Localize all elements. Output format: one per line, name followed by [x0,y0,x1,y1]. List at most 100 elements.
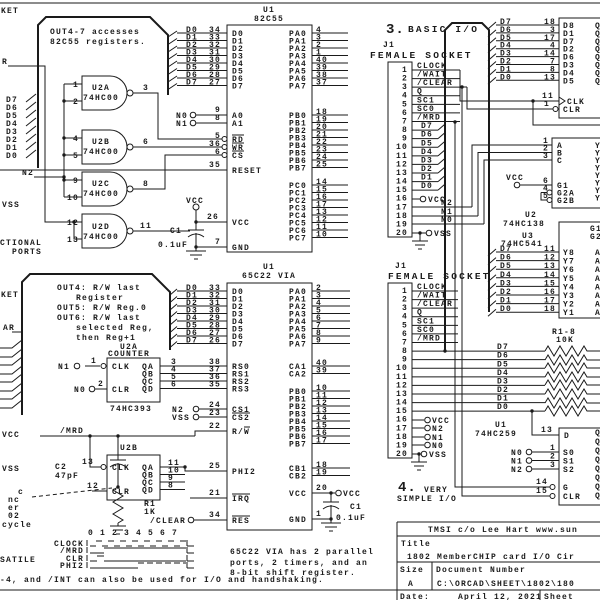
svg-text:17: 17 [544,297,556,306]
svg-text:D7: D7 [6,96,18,105]
svg-text:CLOCK: CLOCK [417,62,447,71]
part-74hc138: 74HC138 [503,220,545,229]
note-via: OUT6: R/W last [57,314,141,323]
resistor-pack-zigzags [544,345,600,417]
svg-text:17: 17 [316,437,328,446]
svg-text:6: 6 [316,314,322,323]
title-label: Title [401,540,431,549]
svg-text:QB: QB [142,472,154,481]
svg-text:C: C [557,157,563,166]
svg-text:20: 20 [396,229,408,238]
svg-text:D4: D4 [232,318,244,327]
svg-text:PB7: PB7 [289,441,307,450]
svg-text:32: 32 [209,41,221,50]
svg-text:12: 12 [396,381,408,390]
gate-u2c: U2C 74HC00 9 10 8 [67,171,148,207]
cap-c1-top-curve [187,233,205,238]
svg-text:D3: D3 [6,128,18,137]
svg-text:N0: N0 [511,449,523,458]
svg-text:PC5: PC5 [289,220,307,229]
svg-text:PB1: PB1 [289,396,307,405]
section-3-title: BASIC I/O [408,24,479,35]
net-label-vcc: VCC [2,431,20,440]
svg-text:5: 5 [402,100,408,109]
svg-text:9: 9 [402,135,408,144]
connector-circles [73,106,559,524]
svg-text:Y3: Y3 [563,292,575,301]
svg-text:Q: Q [595,62,600,71]
svg-text:23: 23 [316,146,328,155]
cut-label: AR [3,324,15,333]
svg-text:PA4: PA4 [289,318,307,327]
gate-u2d: U2D 74HC00 12 13 11 [67,213,151,249]
svg-text:Q: Q [595,22,600,31]
svg-text:WR: WR [232,144,244,153]
svg-text:PB2: PB2 [289,127,307,136]
svg-text:Q: Q [595,483,600,492]
svg-text:D4: D4 [500,271,512,280]
svg-text:D6: D6 [232,333,244,342]
svg-text:S2: S2 [563,466,575,475]
cut-fragment: cycle [2,521,32,530]
section-4-title: SIMPLE I/O [397,495,457,504]
svg-text:31: 31 [209,49,221,58]
svg-text:16: 16 [396,195,408,204]
svg-text:8: 8 [550,65,556,74]
section-3-number: 3. [386,22,405,38]
svg-text:D5: D5 [186,322,198,331]
svg-text:PB7: PB7 [289,165,307,174]
svg-text:PB4: PB4 [289,418,307,427]
svg-text:Y5: Y5 [563,275,575,284]
svg-text:13: 13 [67,236,79,245]
cut-fragment: nc [8,496,20,505]
svg-text:14: 14 [544,50,556,59]
svg-text:A: A [595,301,600,310]
svg-text:D8: D8 [563,22,575,31]
svg-text:D1: D1 [500,297,512,306]
rpack-ref: R1-8 [552,328,576,337]
svg-text:Y: Y [595,157,600,166]
svg-text:33: 33 [209,34,221,43]
svg-text:20: 20 [396,450,408,459]
svg-text:25: 25 [316,161,328,170]
svg-text:16: 16 [316,193,328,202]
refdes-u1-65c22: U1 [263,263,275,272]
timing-scale: 0 1 2 3 4 5 6 7 [88,529,178,538]
svg-text:10: 10 [316,384,328,393]
note-via: Register [76,294,124,303]
connector-j1b-body [387,282,413,459]
net-label-n1: N1 [441,208,453,217]
svg-text:5: 5 [73,152,79,161]
svg-text:/MRD: /MRD [417,113,441,122]
svg-text:13: 13 [316,208,328,217]
svg-text:19: 19 [396,441,408,450]
svg-text:QC: QC [142,378,154,387]
svg-text:RD: RD [232,136,244,145]
svg-text:N1: N1 [511,458,523,467]
svg-text:QD: QD [142,386,154,395]
svg-text:PB6: PB6 [289,157,307,166]
part-74hc541: 74HC541 [501,240,543,249]
svg-text:D4: D4 [563,69,575,78]
svg-text:D2: D2 [6,136,18,145]
svg-text:SC1: SC1 [417,96,435,105]
gate-u2b: U2B 74HC00 4 5 6 [73,129,148,165]
cap-c2-ref: C2 [55,463,67,472]
svg-text:3: 3 [402,304,408,313]
svg-text:D1: D1 [421,174,433,183]
sheet-label: Sheet [544,593,574,600]
net-label-n0: N0 [176,112,188,121]
svg-text:18: 18 [316,461,328,470]
svg-text:9: 9 [215,106,221,115]
svg-text:3: 3 [550,26,556,35]
svg-text:36: 36 [209,373,221,382]
svg-text:R/W: R/W [232,428,250,437]
